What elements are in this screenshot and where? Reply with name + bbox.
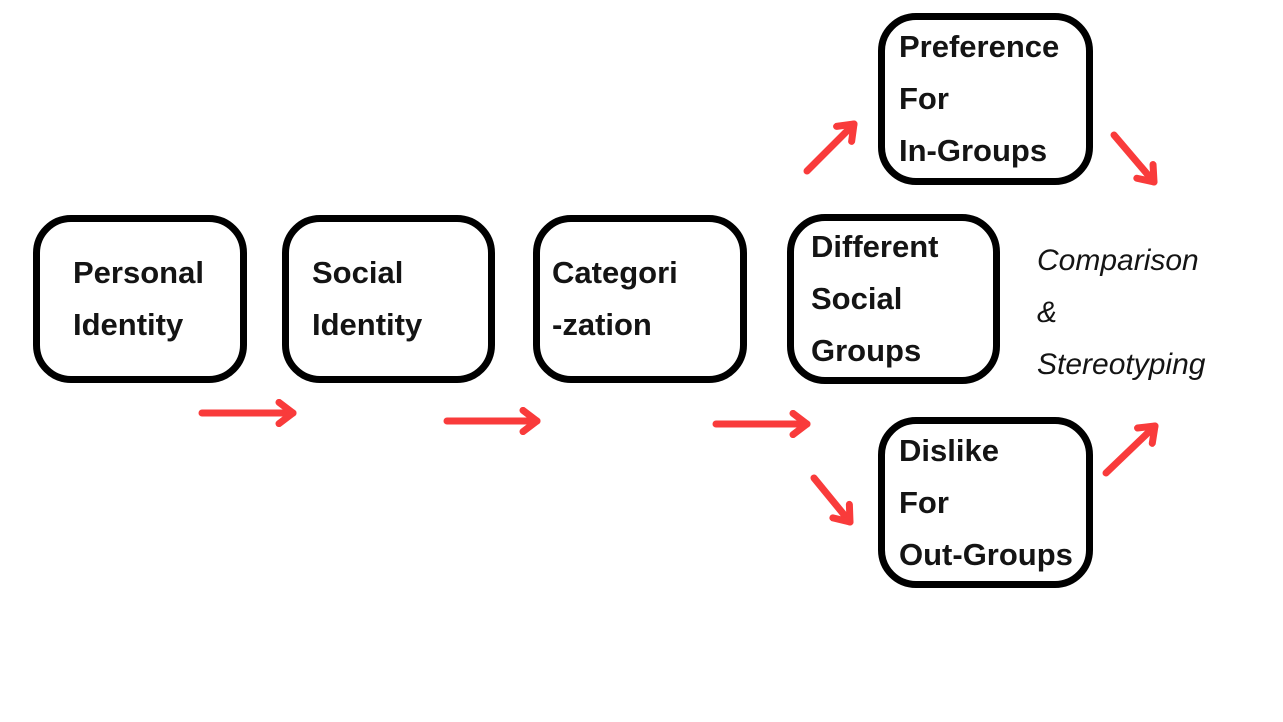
arrow-dislike-to-comparison-icon — [1102, 422, 1159, 477]
comparison-stereotyping-label: Comparison&Stereotyping — [1037, 244, 1206, 381]
arrow-groups-to-dislike-icon — [810, 474, 854, 526]
arrow-preference-to-comparison-icon — [1110, 131, 1158, 186]
arrow-groups-to-preference-icon — [803, 120, 858, 175]
node-categorization: Categori-zation — [533, 215, 747, 383]
